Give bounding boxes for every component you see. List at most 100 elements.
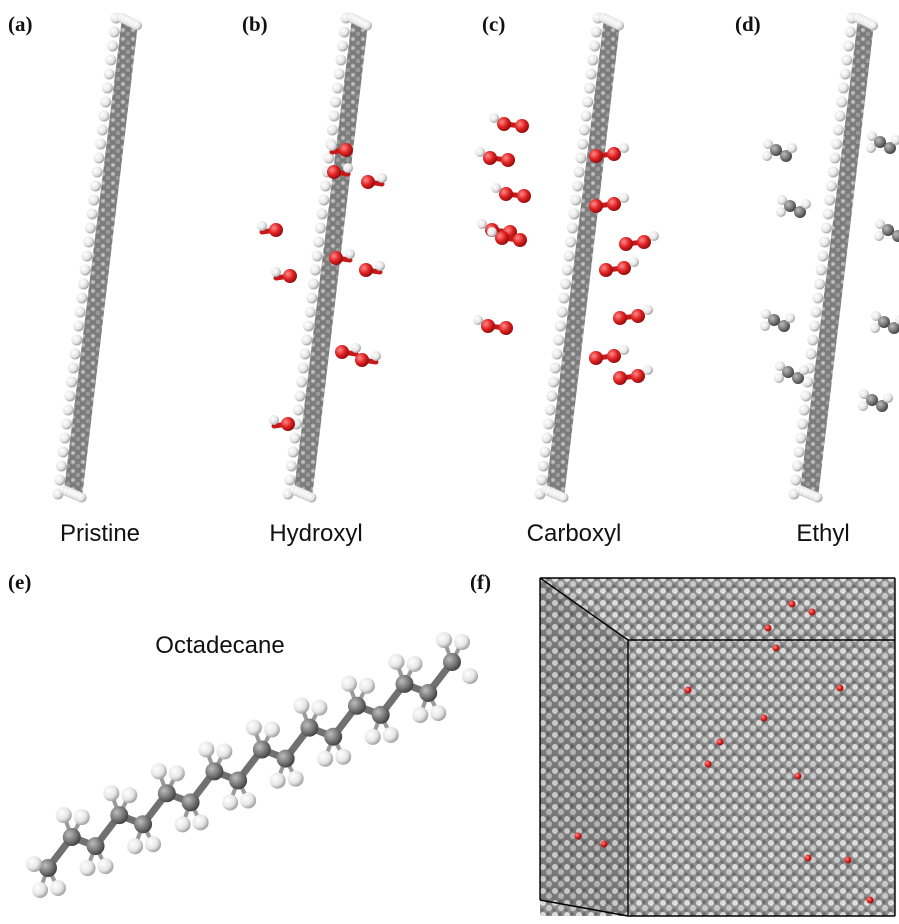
hydrogen-atom (73, 809, 90, 826)
hydrogen-atom (895, 315, 899, 325)
hydrogen-atom (57, 446, 69, 458)
hydrogen-atom (541, 432, 553, 444)
hydrogen-atom (843, 40, 855, 52)
oxygen-atom (589, 149, 603, 163)
oxygen-atom (607, 349, 621, 363)
hydrogen-atom (489, 113, 499, 123)
hydrogen-atom (174, 816, 191, 833)
carbon-atom (276, 749, 295, 768)
hydrogen-atom (891, 135, 899, 145)
carbon-atom (300, 718, 319, 737)
hydrogen-atom (883, 393, 893, 403)
hydrogen-atom (544, 404, 556, 416)
carbon-atom (882, 224, 894, 236)
hydrogen-atom (358, 677, 375, 694)
hydrogen-atom (805, 348, 817, 360)
hydrogen-atom (257, 221, 267, 231)
oxygen-atom (339, 143, 353, 157)
carbon-atom (888, 322, 899, 334)
hydrogen-atom (775, 361, 785, 371)
oxygen-atom (613, 371, 627, 385)
hydrogen-atom (643, 365, 653, 375)
hydrogen-atom (294, 390, 306, 402)
hydrogen-atom (568, 208, 580, 220)
hydrogen-atom (785, 313, 795, 323)
oxygen-atom (355, 353, 369, 367)
hydrogen-atom (812, 292, 824, 304)
hydrogen-atom (311, 250, 323, 262)
hydrogen-atom (50, 880, 66, 896)
hydrogen-atom (69, 348, 81, 360)
octadecane-chain (26, 632, 478, 898)
hydrogen-atom (107, 40, 119, 52)
hydrogen-atom (834, 110, 846, 122)
hydrogen-atom (558, 292, 570, 304)
hydrogen-atom (362, 20, 372, 31)
carbon-atom (443, 653, 461, 671)
hydrogen-atom (287, 770, 304, 787)
hydrogen-atom (320, 180, 332, 192)
hydrogen-atom (59, 432, 71, 444)
hydrogen-atom (815, 264, 827, 276)
hydrogen-atom (86, 208, 98, 220)
oxygen-atom (269, 223, 283, 237)
oxygen-atom (808, 608, 816, 616)
carbon-atom (780, 150, 792, 162)
oxygen-atom (600, 840, 608, 848)
hydrogen-atom (412, 706, 429, 723)
hydrogen-atom (406, 655, 423, 672)
carbon-atom (371, 705, 390, 724)
hydrogen-atom (575, 152, 587, 164)
hydrogen-atom (103, 68, 115, 80)
hydrogen-atom (812, 492, 823, 503)
hydrogen-atom (760, 321, 770, 331)
oxygen-atom (483, 151, 497, 165)
hydrogen-atom (582, 96, 594, 108)
hydrogen-atom (150, 763, 167, 780)
hydrogen-atom (858, 401, 868, 411)
hydrogen-atom (284, 474, 296, 486)
panel-label-b: (b) (242, 12, 268, 36)
hydrogen-atom (101, 82, 113, 94)
hydrogen-atom (61, 418, 73, 430)
hydrogen-atom (72, 320, 84, 332)
carbon-atom (252, 740, 271, 759)
hydrogen-atom (590, 26, 602, 38)
hydrogen-atom (351, 343, 361, 353)
oxygen-atom (617, 261, 631, 275)
hydrogen-atom (287, 446, 299, 458)
hydrogen-atom (67, 362, 79, 374)
oxygen-atom (844, 856, 852, 864)
panel-label-f: (f) (470, 570, 491, 594)
hydrogen-atom (629, 257, 639, 267)
hydrogen-atom (84, 222, 96, 234)
hydrogen-atom (817, 250, 829, 262)
caption-hydroxyl: Hydroxyl (269, 520, 363, 547)
oxygen-atom (613, 311, 627, 325)
hydrogen-atom (866, 143, 876, 153)
hydrogen-atom (475, 147, 485, 157)
carbon-atom (878, 316, 890, 328)
hydrogen-atom (795, 432, 807, 444)
oxygen-atom (497, 117, 511, 131)
oxygen-atom (788, 600, 796, 608)
hydrogen-atom (800, 390, 812, 402)
hydrogen-atom (93, 152, 105, 164)
hydrogen-atom (537, 460, 549, 472)
hydrogen-atom (761, 309, 771, 319)
oxygen-atom (764, 624, 772, 632)
oxygen-atom (335, 345, 349, 359)
hydrogen-atom (558, 492, 569, 503)
hydrogen-atom (304, 306, 316, 318)
hydrogen-atom (198, 741, 215, 758)
hydrogen-atom (340, 675, 357, 692)
oxygen-atom (327, 165, 341, 179)
hydrogen-atom (121, 787, 138, 804)
hydrogen-atom (553, 334, 565, 346)
oxygen-atom (359, 263, 373, 277)
hydrogen-atom (577, 138, 589, 150)
hydrogen-atom (299, 348, 311, 360)
hydrogen-atom (875, 219, 885, 229)
hydrogen-atom (297, 362, 309, 374)
hydrogen-atom (62, 404, 74, 416)
